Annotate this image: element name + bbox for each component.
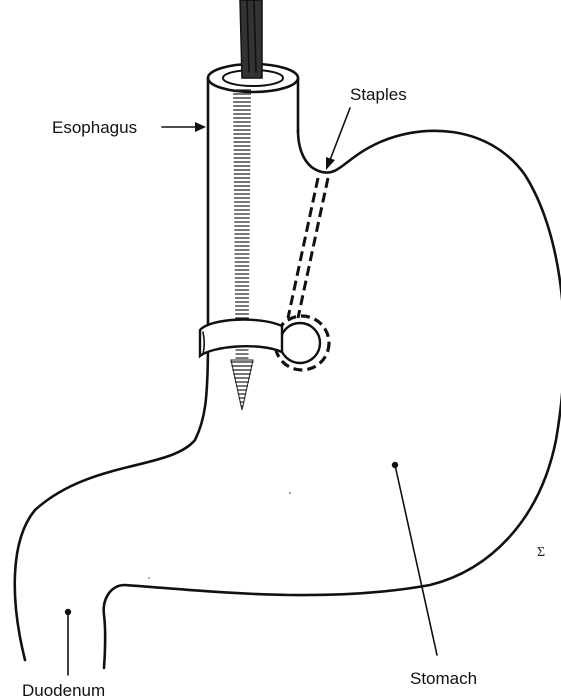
duodenum-label: Duodenum	[22, 681, 105, 700]
artist-signature: Σ	[537, 545, 545, 560]
stomach-inner-outline	[15, 78, 208, 660]
speck-2	[148, 577, 150, 579]
dilator-hatching	[231, 90, 254, 410]
stomach-label: Stomach	[410, 669, 477, 688]
esophagus-label: Esophagus	[52, 118, 137, 137]
speck-1	[289, 492, 291, 494]
scope-tube	[240, 0, 262, 78]
stomach-outer-outline	[104, 130, 561, 668]
stomach-pointer	[395, 465, 437, 655]
staples-pointer	[330, 108, 350, 160]
esophagus-arrowhead	[195, 122, 206, 132]
staples-arrowhead	[326, 157, 335, 170]
staple-window	[280, 323, 320, 363]
staples-label: Staples	[350, 85, 407, 104]
